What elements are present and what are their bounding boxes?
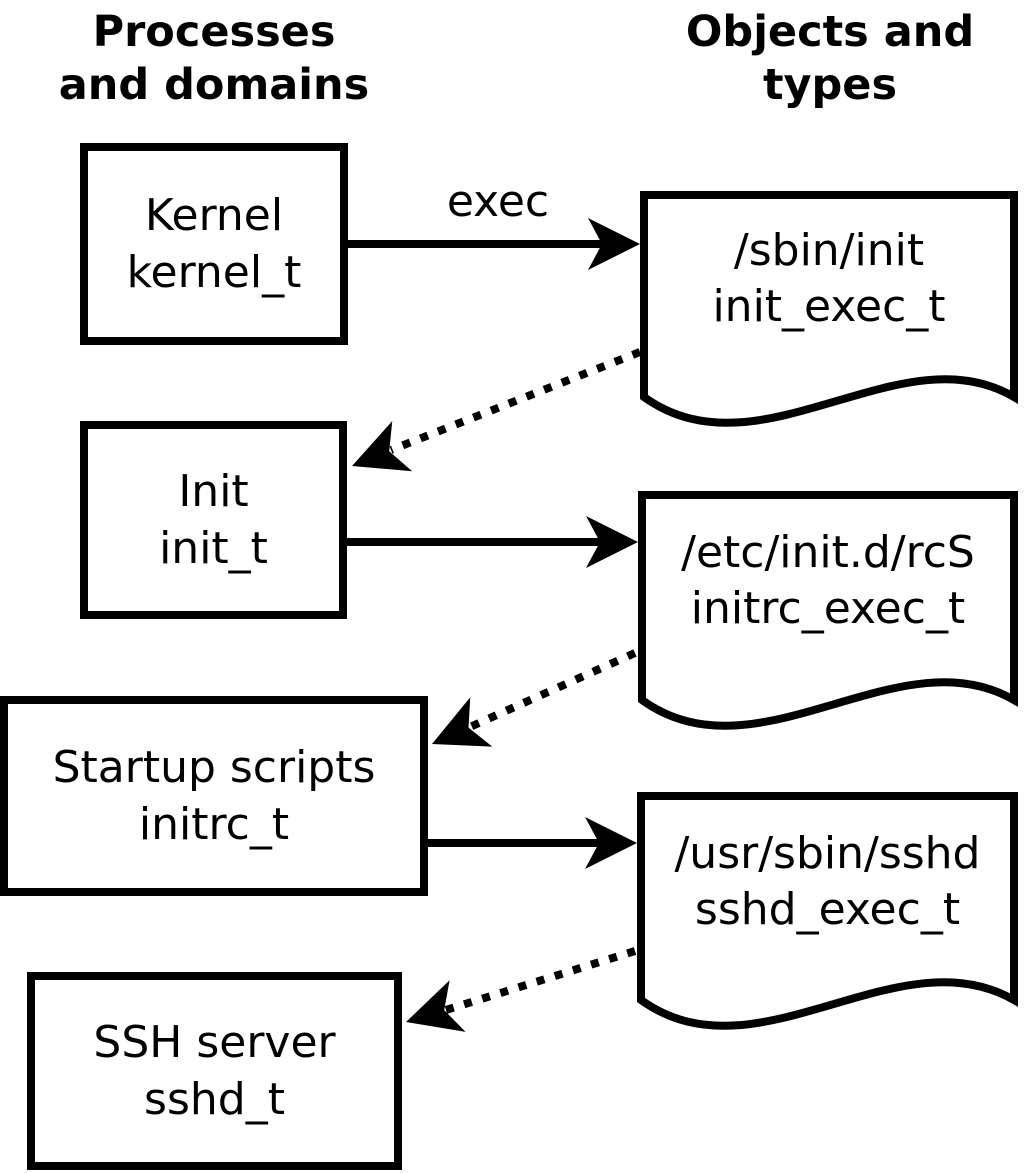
- dotted-arrow-sbininit-to-init: [389, 348, 642, 454]
- process-label: Kernel: [144, 190, 284, 241]
- process-node-ssh-server: SSH server sshd_t: [27, 972, 402, 1170]
- process-label: Init: [178, 466, 249, 517]
- header-line-1: Processes: [92, 7, 336, 57]
- solid-arrowhead-kernel-to-sbininit: [588, 218, 640, 270]
- column-header-processes-and-domains: Processes and domains: [29, 6, 399, 112]
- edge-label-exec: exec: [446, 176, 550, 227]
- column-header-objects-and-types: Objects and types: [645, 6, 1015, 112]
- process-node-kernel: Kernel kernel_t: [80, 143, 348, 345]
- process-domain: initrc_t: [138, 799, 290, 850]
- object-node-sbin-init: /sbin/init init_exec_t: [640, 191, 1018, 397]
- object-path: /sbin/init: [733, 225, 925, 276]
- object-type: init_exec_t: [712, 281, 946, 332]
- dotted-arrow-sshd-to-sshserver: [444, 947, 637, 1014]
- process-node-init: Init init_t: [80, 421, 347, 619]
- header-line-2: and domains: [58, 60, 370, 110]
- solid-arrowhead-init-to-rcs: [586, 516, 638, 568]
- document-shape-sbin-init: [640, 191, 1018, 427]
- header-line-1: Objects and: [685, 7, 975, 57]
- object-path: /usr/sbin/sshd: [674, 828, 981, 879]
- dotted-arrow-rcs-to-initrc: [468, 649, 637, 731]
- process-domain: kernel_t: [126, 247, 302, 298]
- object-path: /etc/init.d/rcS: [681, 526, 975, 578]
- document-shape-usr-sbin-sshd: [637, 792, 1018, 1030]
- header-line-2: types: [762, 60, 898, 110]
- dotted-arrowhead-rcs-to-initrc: [432, 697, 493, 747]
- object-node-usr-sbin-sshd: /usr/sbin/sshd sshd_exec_t: [637, 792, 1018, 1002]
- process-label: Startup scripts: [52, 742, 376, 793]
- dotted-arrowhead-sshd-to-sshserver: [406, 980, 466, 1032]
- process-label: SSH server: [93, 1017, 336, 1068]
- object-type: sshd_exec_t: [694, 884, 961, 935]
- object-node-etc-initd-rcs: /etc/init.d/rcS initrc_exec_t: [638, 491, 1018, 700]
- object-type: initrc_exec_t: [690, 582, 966, 634]
- document-shape-etc-initd-rcs: [638, 491, 1018, 730]
- process-domain: init_t: [159, 523, 268, 574]
- process-node-startup-scripts: Startup scripts initrc_t: [0, 696, 428, 896]
- dotted-arrowhead-sbininit-to-init: [352, 421, 413, 472]
- solid-arrowhead-initrc-to-sshd: [585, 817, 637, 869]
- process-domain: sshd_t: [144, 1074, 285, 1125]
